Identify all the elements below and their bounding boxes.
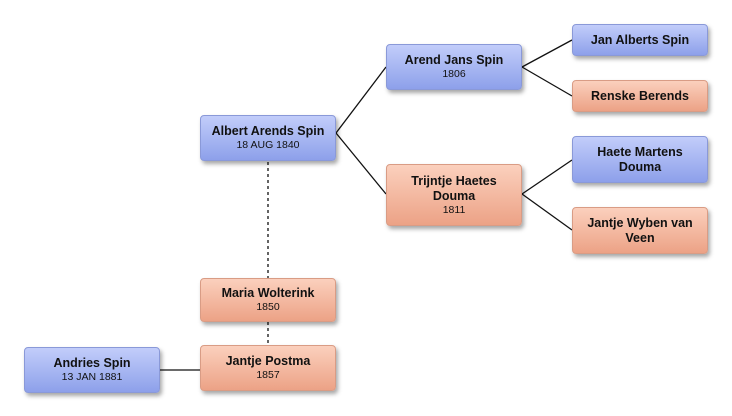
- person-haete-martens-douma[interactable]: Haete Martens Douma: [572, 136, 708, 183]
- person-date: 1806: [442, 68, 466, 80]
- person-renske-berends[interactable]: Renske Berends: [572, 80, 708, 112]
- person-name: Albert Arends Spin: [211, 124, 325, 138]
- person-jantje-wyben-van-veen[interactable]: Jantje Wyben van Veen: [572, 207, 708, 254]
- person-jantje-postma[interactable]: Jantje Postma 1857: [200, 345, 336, 391]
- link-trijntje-jantjew: [521, 193, 573, 231]
- person-trijntje-haetes-douma[interactable]: Trijntje Haetes Douma 1811: [386, 164, 522, 226]
- person-name: Jantje Postma: [225, 354, 311, 368]
- person-name: Renske Berends: [591, 88, 689, 103]
- person-date: 1857: [256, 369, 280, 381]
- person-date: 1850: [256, 301, 280, 313]
- link-trijntje-haete: [521, 159, 573, 195]
- person-name: Jan Alberts Spin: [590, 32, 690, 47]
- link-albert-trijntje: [335, 132, 387, 195]
- link-arend-jan: [521, 39, 573, 68]
- person-name: Jantje Wyben van Veen: [587, 215, 693, 245]
- person-arend-jans-spin[interactable]: Arend Jans Spin 1806: [386, 44, 522, 90]
- person-name: Haete Martens Douma: [597, 144, 683, 174]
- person-andries-spin[interactable]: Andries Spin 13 JAN 1881: [24, 347, 160, 393]
- person-name: Andries Spin: [53, 356, 131, 370]
- person-maria-wolterink[interactable]: Maria Wolterink 1850: [200, 278, 336, 322]
- person-name: Arend Jans Spin: [404, 53, 504, 67]
- person-date: 13 JAN 1881: [61, 371, 123, 383]
- person-date: 18 AUG 1840: [236, 139, 300, 151]
- person-date: 1811: [442, 203, 466, 216]
- link-arend-renske: [521, 66, 573, 97]
- link-albert-arend: [335, 66, 387, 134]
- person-name: Trijntje Haetes Douma: [411, 173, 497, 203]
- person-jan-alberts-spin[interactable]: Jan Alberts Spin: [572, 24, 708, 56]
- person-albert-arends-spin[interactable]: Albert Arends Spin 18 AUG 1840: [200, 115, 336, 161]
- person-name: Maria Wolterink: [221, 286, 315, 300]
